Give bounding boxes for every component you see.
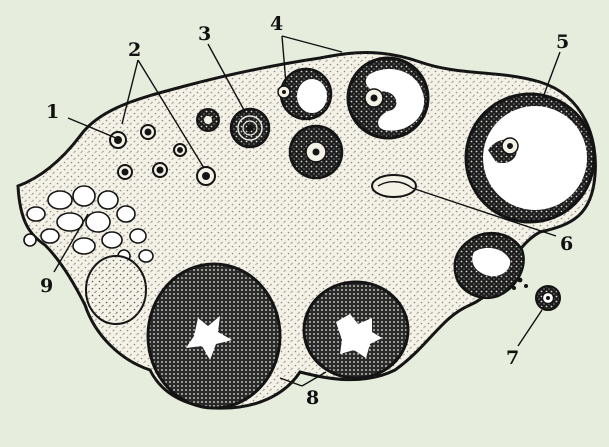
corpus-albicans	[86, 256, 146, 324]
label-9: 9	[40, 275, 53, 297]
label-3: 3	[198, 23, 211, 45]
label-2: 2	[128, 39, 141, 61]
corpus-luteum-left	[148, 264, 280, 408]
released-ovum	[536, 286, 560, 310]
corpus-luteum-right	[304, 282, 408, 378]
label-4: 4	[270, 13, 283, 35]
label-8: 8	[306, 387, 319, 409]
antral-follicle	[348, 58, 428, 138]
label-6: 6	[560, 233, 573, 255]
label-7: 7	[506, 347, 519, 369]
atretic-follicle	[372, 175, 416, 197]
mature-follicle	[466, 94, 594, 222]
label-1: 1	[46, 101, 59, 123]
label-5: 5	[556, 31, 569, 53]
